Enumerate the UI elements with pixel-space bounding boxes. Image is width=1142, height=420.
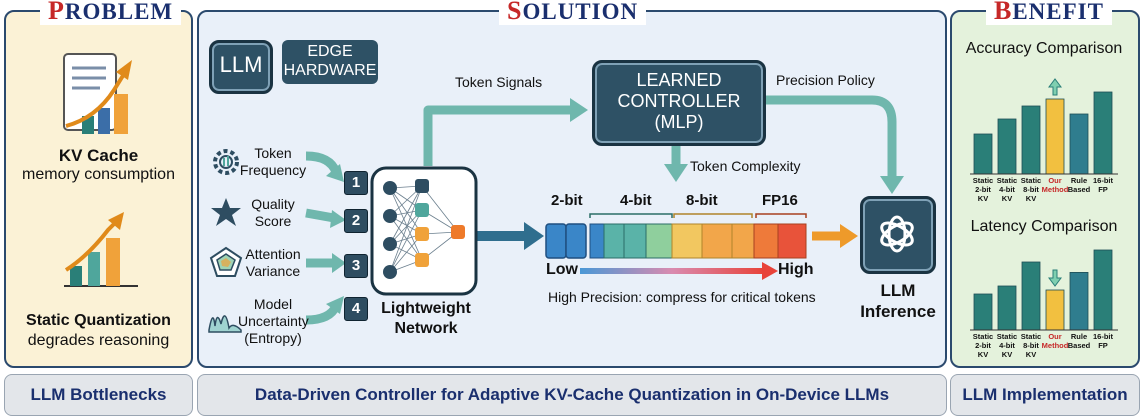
input-2-number: 2 [344,209,368,233]
precision-caption: High Precision: compress for critical to… [548,289,816,305]
kv-cache-subtitle: memory consumption [22,166,175,183]
bit-label-2: 2-bit [551,192,583,209]
input-1-number: 1 [344,171,368,195]
edge-hardware-badge [282,40,378,84]
input-4-number: 4 [344,297,368,321]
input-3-line1: Attention [245,246,301,262]
latency-title: Latency Comparison [970,218,1118,235]
input-1-line1: Token [254,145,292,161]
radar-icon [209,246,243,277]
footer-bottlenecks: LLM Bottlenecks [4,374,193,416]
input-1-line2: Frequency [239,162,307,178]
static-quant-title: Static Quantization [26,312,171,329]
bit-label-4: 4-bit [620,192,652,209]
input-2-line1: Quality [251,196,295,212]
arrow-up-icon [1048,78,1062,96]
kv-cache-title: KV Cache [58,146,139,165]
input-4-line3: (Entropy) [244,330,302,346]
controller-line2: CONTROLLER [617,91,741,111]
footer-solution: Data-Driven Controller for Adaptive KV-C… [197,374,947,416]
controller-line1: LEARNED [636,70,722,90]
bar-our-method [1045,98,1065,175]
llm-inference-box [860,196,936,274]
bar-static-2-bit-kv [973,293,993,331]
bar-16-bit-fp [1093,91,1113,175]
inference-line2: Inference [860,302,936,321]
token-signals-label: Token Signals [455,74,543,90]
edge-line1: EDGE [307,43,353,60]
footer-implementation: LLM Implementation [950,374,1140,416]
bit-label-8: 8-bit [686,192,718,209]
bar-16-bit-fp [1093,249,1113,331]
openai-logo-icon [880,215,914,253]
token-complexity-label: Token Complexity [690,158,801,174]
network-label-line1: Lightweight [381,300,471,317]
input-2-line2: Score [254,213,292,229]
arrow-down-icon [1048,269,1062,287]
bar-static-4-bit-kv [997,118,1017,175]
llm-badge [209,40,273,94]
benefit-title: BENEFIT [986,0,1112,25]
edge-line2: HARDWARE [283,62,377,79]
bar-rule-based [1069,113,1089,175]
bar-static-4-bit-kv [997,285,1017,331]
problem-panel: PROBLEM KV Cache memory consumption Stat… [4,0,193,368]
input-4-line2: Uncertainty [238,313,309,329]
bit-label-fp16: FP16 [762,192,798,209]
input-3-number: 3 [344,254,368,278]
inference-line1: LLM [880,281,916,300]
bar-static-8-bit-kv [1021,261,1041,331]
network-label-line2: Network [394,320,458,337]
bar-rule-based [1069,272,1089,331]
kv-cache-growth-icon [63,53,132,134]
learned-controller-box [592,60,766,146]
precision-bar [545,213,807,259]
star-icon [211,198,241,226]
llm-badge-label: LLM [219,52,263,77]
solution-title: SOLUTION [499,0,647,25]
neural-network-icon [370,166,478,296]
problem-title: PROBLEM [40,0,182,25]
bar-static-8-bit-kv [1021,105,1041,175]
gear-icon [213,149,239,175]
input-4-line1: Model [253,296,293,312]
input-3-line2: Variance [245,263,301,279]
static-quant-subtitle: degrades reasoning [27,332,170,349]
bar-growth-icon [64,212,138,287]
precision-policy-label: Precision Policy [776,72,875,88]
accuracy-title: Accuracy Comparison [965,40,1123,57]
bar-our-method [1045,289,1065,331]
distribution-icon [208,315,242,333]
bar-static-2-bit-kv [973,133,993,175]
low-label: Low [546,261,578,278]
high-label: High [778,261,814,278]
controller-line3: (MLP) [654,112,704,132]
